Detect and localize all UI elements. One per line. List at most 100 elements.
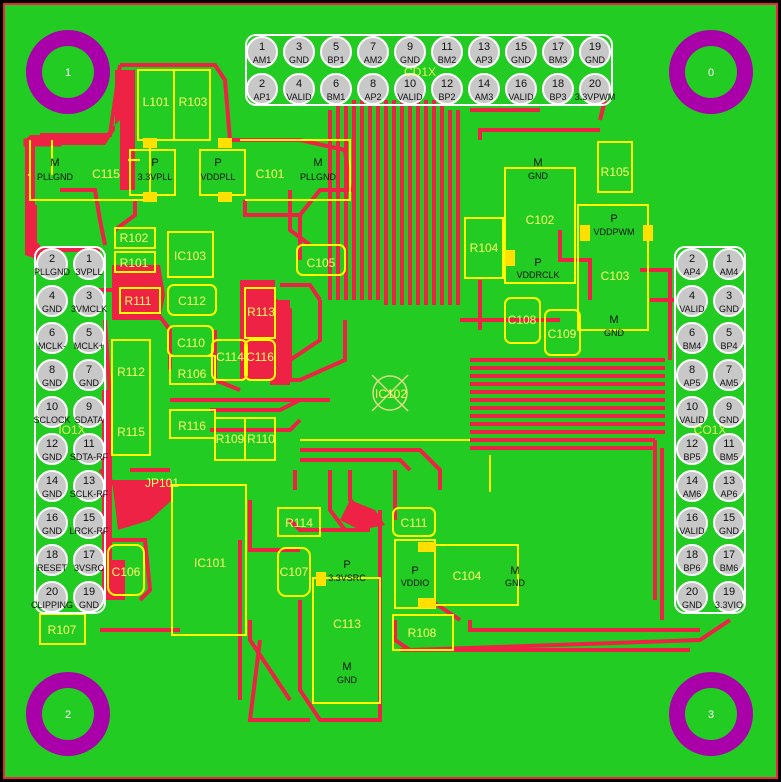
pin-pad — [542, 73, 574, 105]
pin-name: BM1 — [327, 92, 346, 102]
pin-name: SDTA-RF — [70, 452, 109, 462]
pin-pad — [246, 36, 278, 68]
ref-c115: C115 — [92, 167, 120, 181]
pin-name: AP3 — [475, 55, 492, 65]
connector-cd1x: 1AM13GND5BP17AM29GND11BM213AP315GND17BM3… — [245, 34, 616, 106]
pin-name: GND — [42, 526, 63, 536]
pin-name: GND — [42, 489, 63, 499]
pin-pad — [676, 248, 708, 280]
c115-p-net: 3.3VPLL — [138, 172, 173, 182]
c104-p-net: VDDIO — [401, 578, 430, 588]
connector-io1x: 2PLLGND13VPLL4GND33VMCLK6MCLK-5MCLK+8GND… — [31, 246, 109, 614]
pin-pad — [36, 507, 68, 539]
pin-name: BP5 — [683, 452, 700, 462]
pin-pad — [713, 322, 745, 354]
ref-r110: R110 — [247, 432, 275, 446]
pin-name: AP6 — [720, 489, 737, 499]
pin-number: 6 — [49, 327, 55, 339]
c104-m-label: M — [510, 565, 519, 577]
pin-name: SDATA — [75, 415, 104, 425]
mounting-hole-1: 1 — [26, 30, 110, 114]
pin-name: AP2 — [364, 92, 381, 102]
pin-name: BM6 — [720, 563, 739, 573]
c101-p-label: P — [214, 157, 221, 169]
ref-c103: C103 — [601, 269, 630, 283]
ref-c102: C102 — [526, 213, 555, 227]
pin-pad — [713, 396, 745, 428]
pin-pad — [468, 36, 500, 68]
c113-p-net: 3.3VSRC — [328, 573, 366, 583]
pin-number: 11 — [441, 41, 452, 53]
pin-number: 9 — [726, 401, 732, 413]
pin-name: MCLK+ — [74, 341, 104, 351]
pin-name: AM1 — [253, 55, 272, 65]
pin-number: 9 — [86, 401, 92, 413]
pin-name: AM4 — [720, 267, 739, 277]
pin-number: 15 — [515, 41, 527, 53]
pin-number: 17 — [723, 549, 735, 561]
pin-pad — [431, 36, 463, 68]
ic102-fiducial — [371, 374, 409, 412]
pin-name: GND — [719, 415, 740, 425]
pin-pad — [713, 507, 745, 539]
ref-c105: C105 — [307, 256, 336, 270]
mounting-holes: 1 0 2 3 — [26, 30, 753, 756]
pin-pad — [676, 544, 708, 576]
pin-pad — [676, 581, 708, 613]
pin-name: 3.3VPWM — [575, 92, 616, 102]
pin-number: 16 — [686, 512, 698, 524]
pin-pad — [357, 73, 389, 105]
ref-r116: R116 — [178, 419, 206, 433]
pin-name: VALID — [508, 92, 534, 102]
pin-name: BM3 — [549, 55, 568, 65]
c103-p-label: P — [610, 213, 617, 225]
mounting-hole-0: 0 — [669, 30, 753, 114]
pin-number: 10 — [46, 401, 58, 413]
pin-pad — [73, 581, 105, 613]
pin-name: GND — [79, 600, 100, 610]
pin-name: GND — [79, 378, 100, 388]
pin-name: AM5 — [720, 378, 739, 388]
pin-pad — [676, 470, 708, 502]
cd1x-outline — [245, 34, 613, 106]
pin-name: GND — [511, 55, 532, 65]
pin-name: SCLK-RF — [70, 489, 109, 499]
pin-number: 10 — [686, 401, 698, 413]
pin-number: 19 — [83, 586, 95, 598]
mounting-hole-2: 2 — [26, 672, 110, 756]
c101-m-net: PLLGND — [300, 172, 337, 182]
pin-name: BP4 — [720, 341, 737, 351]
pin-number: 4 — [49, 290, 55, 302]
pin-name: AM3 — [475, 92, 494, 102]
pin-name: AP1 — [253, 92, 270, 102]
pin-pad — [73, 285, 105, 317]
pin-number: 10 — [404, 78, 416, 90]
pin-pad — [713, 544, 745, 576]
pin-number: 7 — [726, 364, 732, 376]
ref-r104: R104 — [470, 241, 499, 255]
pin-pad — [36, 581, 68, 613]
pin-pad — [36, 433, 68, 465]
pin-pad — [713, 581, 745, 613]
pin-name: AM6 — [683, 489, 702, 499]
